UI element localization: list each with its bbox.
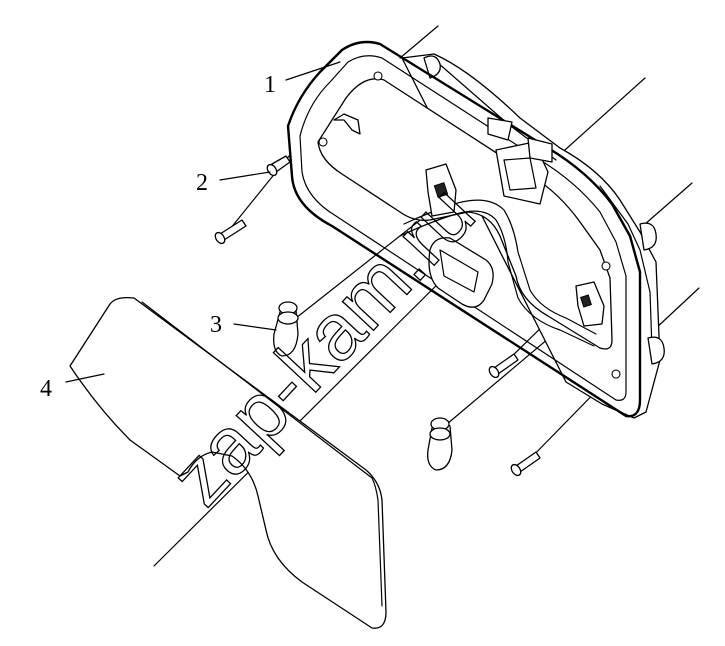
screw-4 (510, 451, 541, 477)
callout-2: 2 (196, 170, 208, 196)
screws (214, 155, 541, 477)
trim-panel (286, 40, 665, 419)
callout-3: 3 (210, 312, 222, 338)
cover (69, 296, 387, 629)
clips (273, 301, 453, 471)
clip-2 (427, 417, 453, 471)
callout-leaders (65, 61, 341, 383)
clip-1 (273, 301, 299, 357)
screw-3 (488, 353, 519, 379)
callout-4: 4 (40, 376, 52, 402)
callout-1: 1 (264, 72, 276, 98)
screw-2 (214, 219, 247, 245)
screw-1 (266, 155, 291, 177)
callout-labels: 1 2 3 4 (40, 72, 276, 402)
